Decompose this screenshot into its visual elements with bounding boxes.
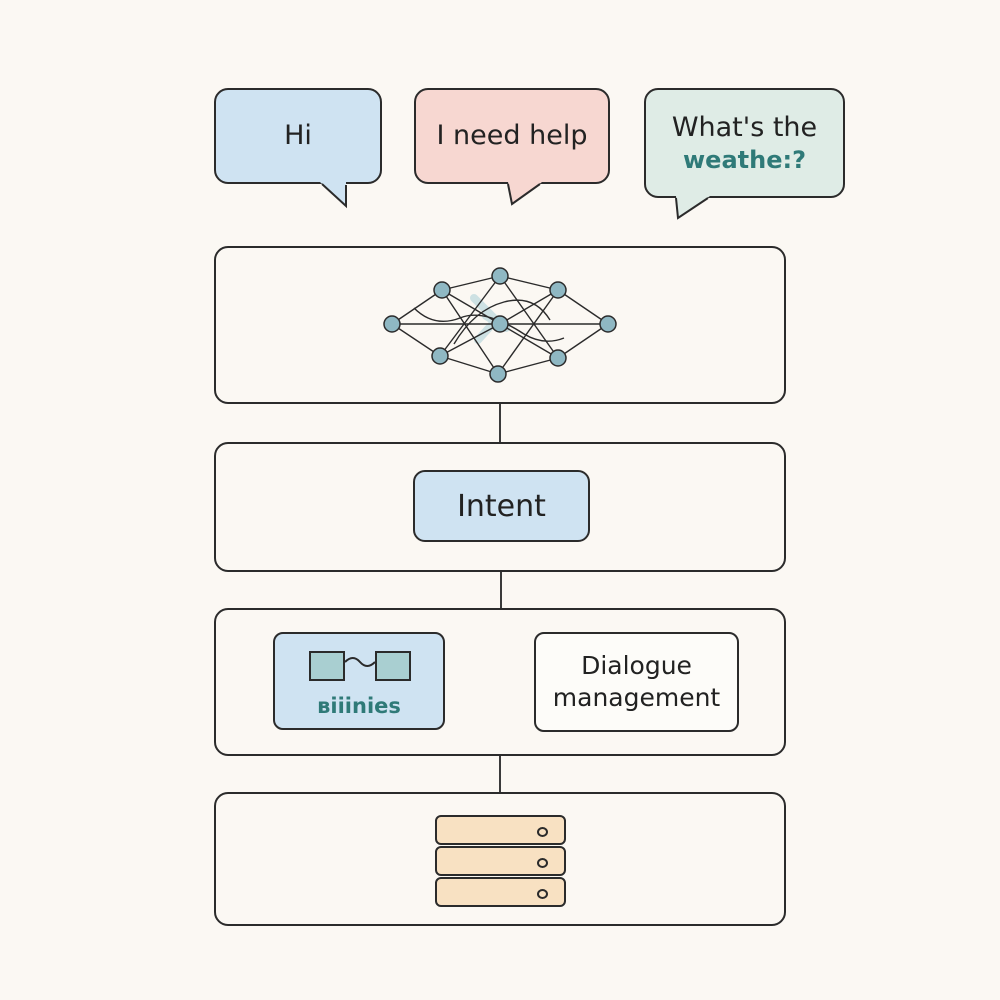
database-disk-2	[435, 846, 566, 876]
database-disk-1	[435, 815, 566, 845]
linked-boxes-icon	[309, 651, 411, 681]
database-dot-3	[537, 889, 548, 899]
speech-bubble-weather: What's the weathe:?	[644, 88, 845, 198]
database-disk-3	[435, 877, 566, 907]
neural-network-icon	[383, 267, 617, 383]
bubble-text-weather-1: What's the	[671, 112, 818, 144]
dialogue-management-box: Dialogue management	[534, 632, 739, 732]
bubble-text-hi: Hi	[284, 120, 312, 152]
connector-nn-intent	[499, 404, 501, 442]
entities-box: вiiinies	[273, 632, 445, 730]
bubble-tail-weather	[675, 196, 710, 220]
dialogue-label-line2: management	[552, 683, 721, 712]
connector-intent-dialog	[500, 542, 502, 608]
speech-bubble-help: I need help	[414, 88, 610, 184]
entities-label: вiiinies	[317, 694, 401, 718]
database-dot-1	[537, 827, 548, 837]
bubble-tail-hi	[320, 182, 347, 209]
database-dot-2	[537, 858, 548, 868]
bubble-text-help: I need help	[436, 120, 588, 152]
intent-box: Intent	[413, 470, 590, 542]
bubble-tail-help	[507, 182, 542, 206]
bubble-text-weather-2: weathe:?	[683, 145, 806, 174]
connector-dialog-store	[499, 756, 501, 792]
speech-bubble-hi: Hi	[214, 88, 382, 184]
dialogue-label-line1: Dialogue	[581, 650, 692, 680]
intent-label: Intent	[457, 488, 546, 524]
